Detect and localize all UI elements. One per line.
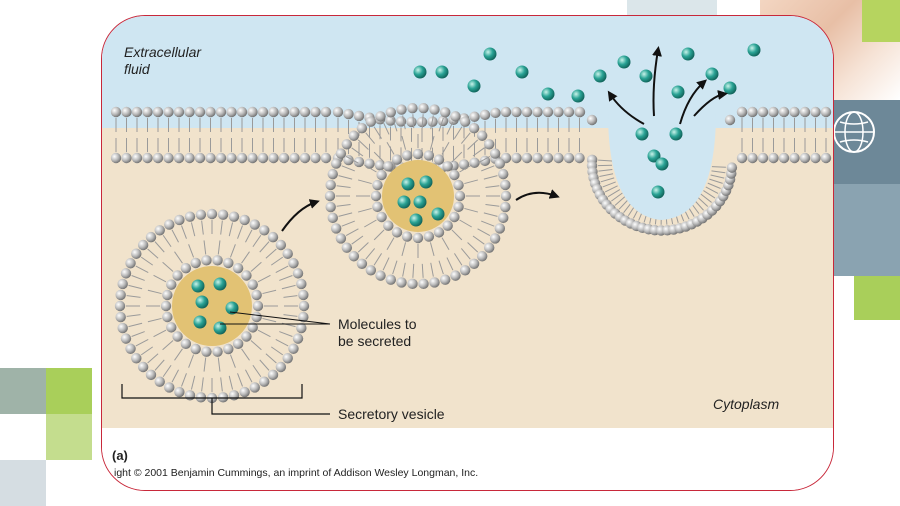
deco-block-grey-left — [0, 460, 46, 506]
molecule — [515, 65, 529, 79]
arrow — [679, 79, 708, 125]
molecule — [669, 127, 683, 141]
arrow — [607, 90, 645, 125]
molecule — [467, 79, 481, 93]
membrane-right — [736, 106, 832, 164]
molecule — [409, 213, 423, 227]
molecule — [639, 69, 653, 83]
molecule — [397, 195, 411, 209]
exocytosis-diagram — [102, 16, 833, 490]
globe-icon — [833, 111, 875, 153]
molecules-label: Molecules to be secreted — [338, 316, 417, 350]
caption-area — [102, 428, 833, 490]
vesicle-bracket — [121, 384, 330, 415]
molecule — [617, 55, 631, 69]
molecule — [195, 295, 209, 309]
molecule — [655, 157, 669, 171]
molecule — [435, 65, 449, 79]
arrows — [281, 46, 728, 232]
molecule — [193, 315, 207, 329]
molecule — [705, 67, 719, 81]
cytoplasm-label: Cytoplasm — [713, 396, 780, 412]
copyright-text: ight © 2001 Benjamin Cummings, an imprin… — [114, 467, 479, 479]
figure-part-label: (a) — [112, 448, 128, 463]
molecule — [419, 175, 433, 189]
molecules-label-line1: Molecules to — [338, 316, 417, 332]
extracellular-label: Extracellular fluid — [124, 44, 201, 78]
molecule — [651, 185, 665, 199]
molecule — [571, 89, 585, 103]
deco-block-slate-left — [0, 368, 46, 414]
extracellular-label-line2: fluid — [124, 61, 150, 77]
molecule — [413, 65, 427, 79]
molecule — [225, 301, 239, 315]
molecule — [213, 321, 227, 335]
molecule — [747, 43, 761, 57]
molecule — [431, 207, 445, 221]
membrane-left — [110, 106, 332, 164]
molecule — [483, 47, 497, 61]
secreted-molecules — [191, 43, 761, 335]
arrow — [281, 199, 320, 232]
deco-block-green-top — [862, 0, 900, 42]
molecule — [413, 195, 427, 209]
diagram-frame: Extracellular fluid Cytoplasm Molecules … — [101, 15, 834, 491]
arrow — [652, 46, 662, 117]
membrane-dip-layer — [332, 106, 501, 174]
membrane-middle — [500, 106, 585, 164]
deco-block-slate-right-2 — [832, 184, 900, 276]
plasma-membrane — [110, 106, 832, 236]
molecule — [541, 87, 555, 101]
secretory-vesicle-label: Secretory vesicle — [338, 406, 445, 422]
extracellular-label-line1: Extracellular — [124, 44, 202, 60]
molecule — [401, 177, 415, 191]
leader-lines — [121, 311, 331, 415]
arrow — [693, 90, 728, 117]
molecule — [647, 149, 661, 163]
molecules-leader — [229, 311, 331, 325]
molecule — [191, 279, 205, 293]
deco-block-top-left — [627, 0, 717, 18]
molecule — [635, 127, 649, 141]
molecule — [723, 81, 737, 95]
molecules-label-line2: be secreted — [338, 333, 412, 349]
arrow — [515, 189, 560, 201]
molecule — [213, 277, 227, 291]
molecule — [671, 85, 685, 99]
deco-block-green-right — [854, 276, 900, 320]
molecule — [681, 47, 695, 61]
membrane-dip — [332, 106, 501, 174]
deco-block-green-left-2 — [46, 414, 92, 460]
membrane-connectors — [574, 106, 748, 126]
molecule — [593, 69, 607, 83]
